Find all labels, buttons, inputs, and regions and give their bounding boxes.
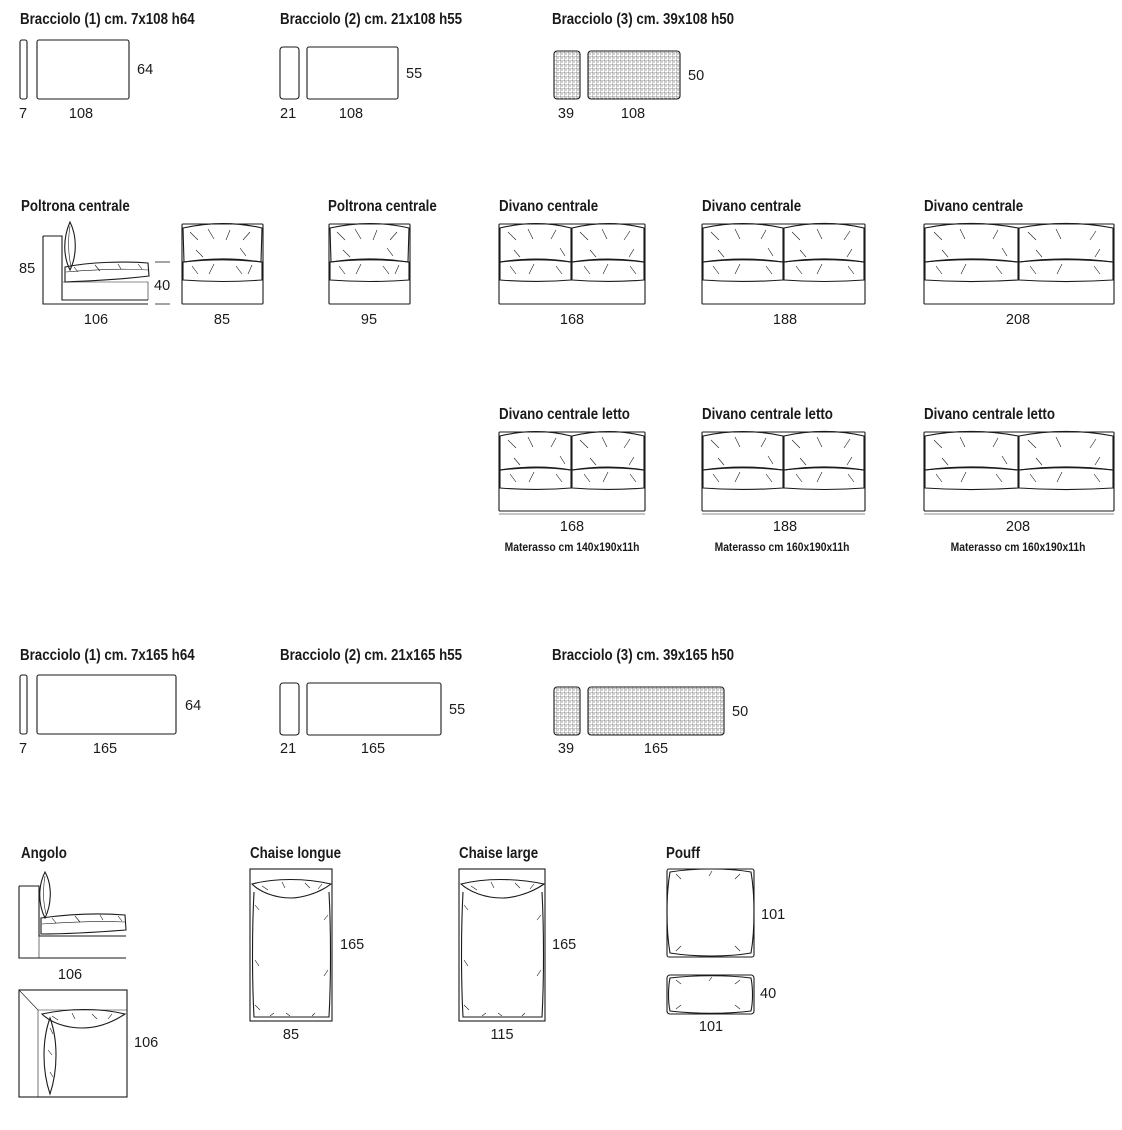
dim-arm-2-165-width: 21 (280, 741, 296, 757)
arm-1-165-side (36, 674, 177, 735)
pouff: Pouff 101 40 101 (666, 845, 785, 1035)
arm-2-165-front (279, 682, 300, 736)
title-angolo: Angolo (21, 845, 67, 862)
arm-2-108: Bracciolo (2) cm. 21x108 h55 55 21 108 (279, 11, 462, 122)
title-divano-188: Divano centrale (702, 198, 801, 215)
dim-angolo-depth: 106 (58, 967, 82, 983)
dim-arm-1-165-width: 7 (19, 741, 27, 757)
poltrona-side-seat-cushion (64, 261, 150, 283)
mattress-188: Materasso cm 160x190x11h (715, 541, 850, 554)
arm-3-165-front (553, 686, 581, 736)
dim-arm-3-165-length: 165 (644, 741, 668, 757)
title-arm-3-108: Bracciolo (3) cm. 39x108 h50 (552, 11, 734, 28)
title-letto-188: Divano centrale letto (702, 406, 833, 423)
arm-1-108-side (36, 39, 130, 100)
title-poltrona-95: Poltrona centrale (328, 198, 437, 215)
dim-arm-2-108-length: 108 (339, 106, 363, 122)
dim-poltrona-95-width: 95 (361, 312, 377, 328)
title-chaise-longue: Chaise longue (250, 845, 341, 862)
title-arm-1-108: Bracciolo (1) cm. 7x108 h64 (20, 11, 195, 28)
chaise-longue: Chaise longue 165 85 (249, 845, 364, 1043)
poltrona-centrale-95: Poltrona centrale 95 (328, 198, 437, 328)
dim-divano-168-width: 168 (560, 312, 584, 328)
dim-angolo-side: 106 (134, 1035, 158, 1051)
arm-1-165-front (19, 674, 28, 735)
divano-centrale-168: Divano centrale 168 (498, 198, 646, 328)
title-arm-1-165: Bracciolo (1) cm. 7x165 h64 (20, 647, 195, 664)
divano-centrale-208: Divano centrale 208 (923, 198, 1115, 328)
chaise-large: Chaise large 165 115 (458, 845, 576, 1043)
arm-2-108-side (306, 46, 399, 100)
arm-1-108: Bracciolo (1) cm. 7x108 h64 64 7 108 (19, 11, 195, 122)
dim-chaise-large-width: 115 (490, 1027, 513, 1043)
title-pouff: Pouff (666, 845, 700, 862)
dim-poltrona-width: 85 (214, 312, 230, 328)
divano-centrale-188: Divano centrale 188 (701, 198, 866, 328)
dim-divano-208-width: 208 (1006, 312, 1030, 328)
dim-arm-2-108-width: 21 (280, 106, 296, 122)
title-divano-168: Divano centrale (499, 198, 598, 215)
title-letto-208: Divano centrale letto (924, 406, 1055, 423)
dim-arm-1-165-length: 165 (93, 741, 117, 757)
dim-letto-168-width: 168 (560, 519, 584, 535)
dim-letto-208-width: 208 (1006, 519, 1030, 535)
dim-chaise-longue-width: 85 (283, 1027, 299, 1043)
dim-divano-188-width: 188 (773, 312, 797, 328)
dim-arm-1-108-length: 108 (69, 106, 93, 122)
arm-1-165: Bracciolo (1) cm. 7x165 h64 64 7 165 (19, 647, 201, 757)
mattress-168: Materasso cm 140x190x11h (505, 541, 640, 554)
dim-arm-2-165-length: 165 (361, 741, 385, 757)
dim-arm-3-108-height: 50 (688, 68, 704, 84)
dim-pouff-small-width: 101 (699, 1019, 723, 1035)
dim-arm-1-165-height: 64 (185, 698, 201, 714)
divano-letto-208: Divano centrale letto 208 Materasso cm 1… (923, 406, 1115, 554)
poltrona-side-back-cushion (64, 220, 76, 272)
arm-3-108-front (553, 50, 581, 100)
title-letto-168: Divano centrale letto (499, 406, 630, 423)
arm-3-108-side (587, 50, 681, 100)
dim-arm-2-108-height: 55 (406, 66, 422, 82)
mattress-208: Materasso cm 160x190x11h (951, 541, 1086, 554)
dim-poltrona-height: 85 (19, 261, 35, 277)
title-divano-208: Divano centrale (924, 198, 1023, 215)
arm-2-108-front (279, 46, 300, 100)
poltrona-side-frame (42, 235, 148, 305)
dim-pouff-large: 101 (761, 907, 785, 923)
dim-poltrona-depth: 106 (84, 312, 108, 328)
divano-letto-188: Divano centrale letto 188 Materasso cm 1… (701, 406, 866, 554)
title-arm-3-165: Bracciolo (3) cm. 39x165 h50 (552, 647, 734, 664)
arm-3-165: Bracciolo (3) cm. 39x165 h50 50 39 165 (552, 647, 748, 757)
title-arm-2-108: Bracciolo (2) cm. 21x108 h55 (280, 11, 462, 28)
dim-arm-3-108-width: 39 (558, 106, 574, 122)
arm-2-165-side (306, 682, 442, 736)
divano-letto-168: Divano centrale letto 168 Materasso cm 1… (498, 406, 646, 554)
dim-arm-1-108-height: 64 (137, 62, 153, 78)
poltrona-centrale-side: Poltrona centrale 85 40 106 85 (19, 198, 264, 328)
dim-arm-3-165-width: 39 (558, 741, 574, 757)
poltrona-front-small (181, 223, 264, 305)
dim-arm-1-108-width: 7 (19, 106, 27, 122)
dim-arm-2-165-height: 55 (449, 702, 465, 718)
dim-chaise-longue-length: 165 (340, 937, 364, 953)
dim-letto-188-width: 188 (773, 519, 797, 535)
arm-3-108: Bracciolo (3) cm. 39x108 h50 50 39 108 (552, 11, 734, 122)
angolo: Angolo 106 106 (18, 845, 158, 1098)
arm-3-165-side (587, 686, 725, 736)
arm-2-165: Bracciolo (2) cm. 21x165 h55 55 21 165 (279, 647, 465, 757)
dim-chaise-large-length: 165 (552, 937, 576, 953)
dim-arm-3-108-length: 108 (621, 106, 645, 122)
title-arm-2-165: Bracciolo (2) cm. 21x165 h55 (280, 647, 462, 664)
dim-pouff-small-height: 40 (760, 986, 776, 1002)
title-chaise-large: Chaise large (459, 845, 538, 862)
dim-poltrona-seat-height: 40 (154, 278, 170, 294)
title-poltrona-side: Poltrona centrale (21, 198, 130, 215)
arm-1-108-front (19, 39, 28, 100)
dim-arm-3-165-height: 50 (732, 704, 748, 720)
